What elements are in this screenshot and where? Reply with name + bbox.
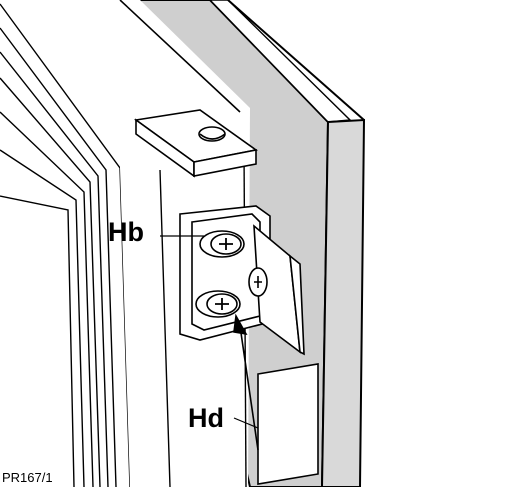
alignment-arrow [233,313,259,451]
upper-screw-icon [199,230,245,258]
hinge-bracket [179,205,271,341]
top-mounting-plate [133,109,258,178]
label-door-hinge-plate: Hd [188,403,224,433]
door-hinge-leaf [248,224,305,356]
figure-reference: PR167/1 [2,470,53,485]
cabinet-frame [0,3,131,488]
leader-lines [160,235,259,429]
lower-screw-icon [195,290,241,318]
label-hinge-bracket: Hb [108,217,144,247]
door-plate [257,363,319,485]
leaf-screw-icon [248,267,268,297]
